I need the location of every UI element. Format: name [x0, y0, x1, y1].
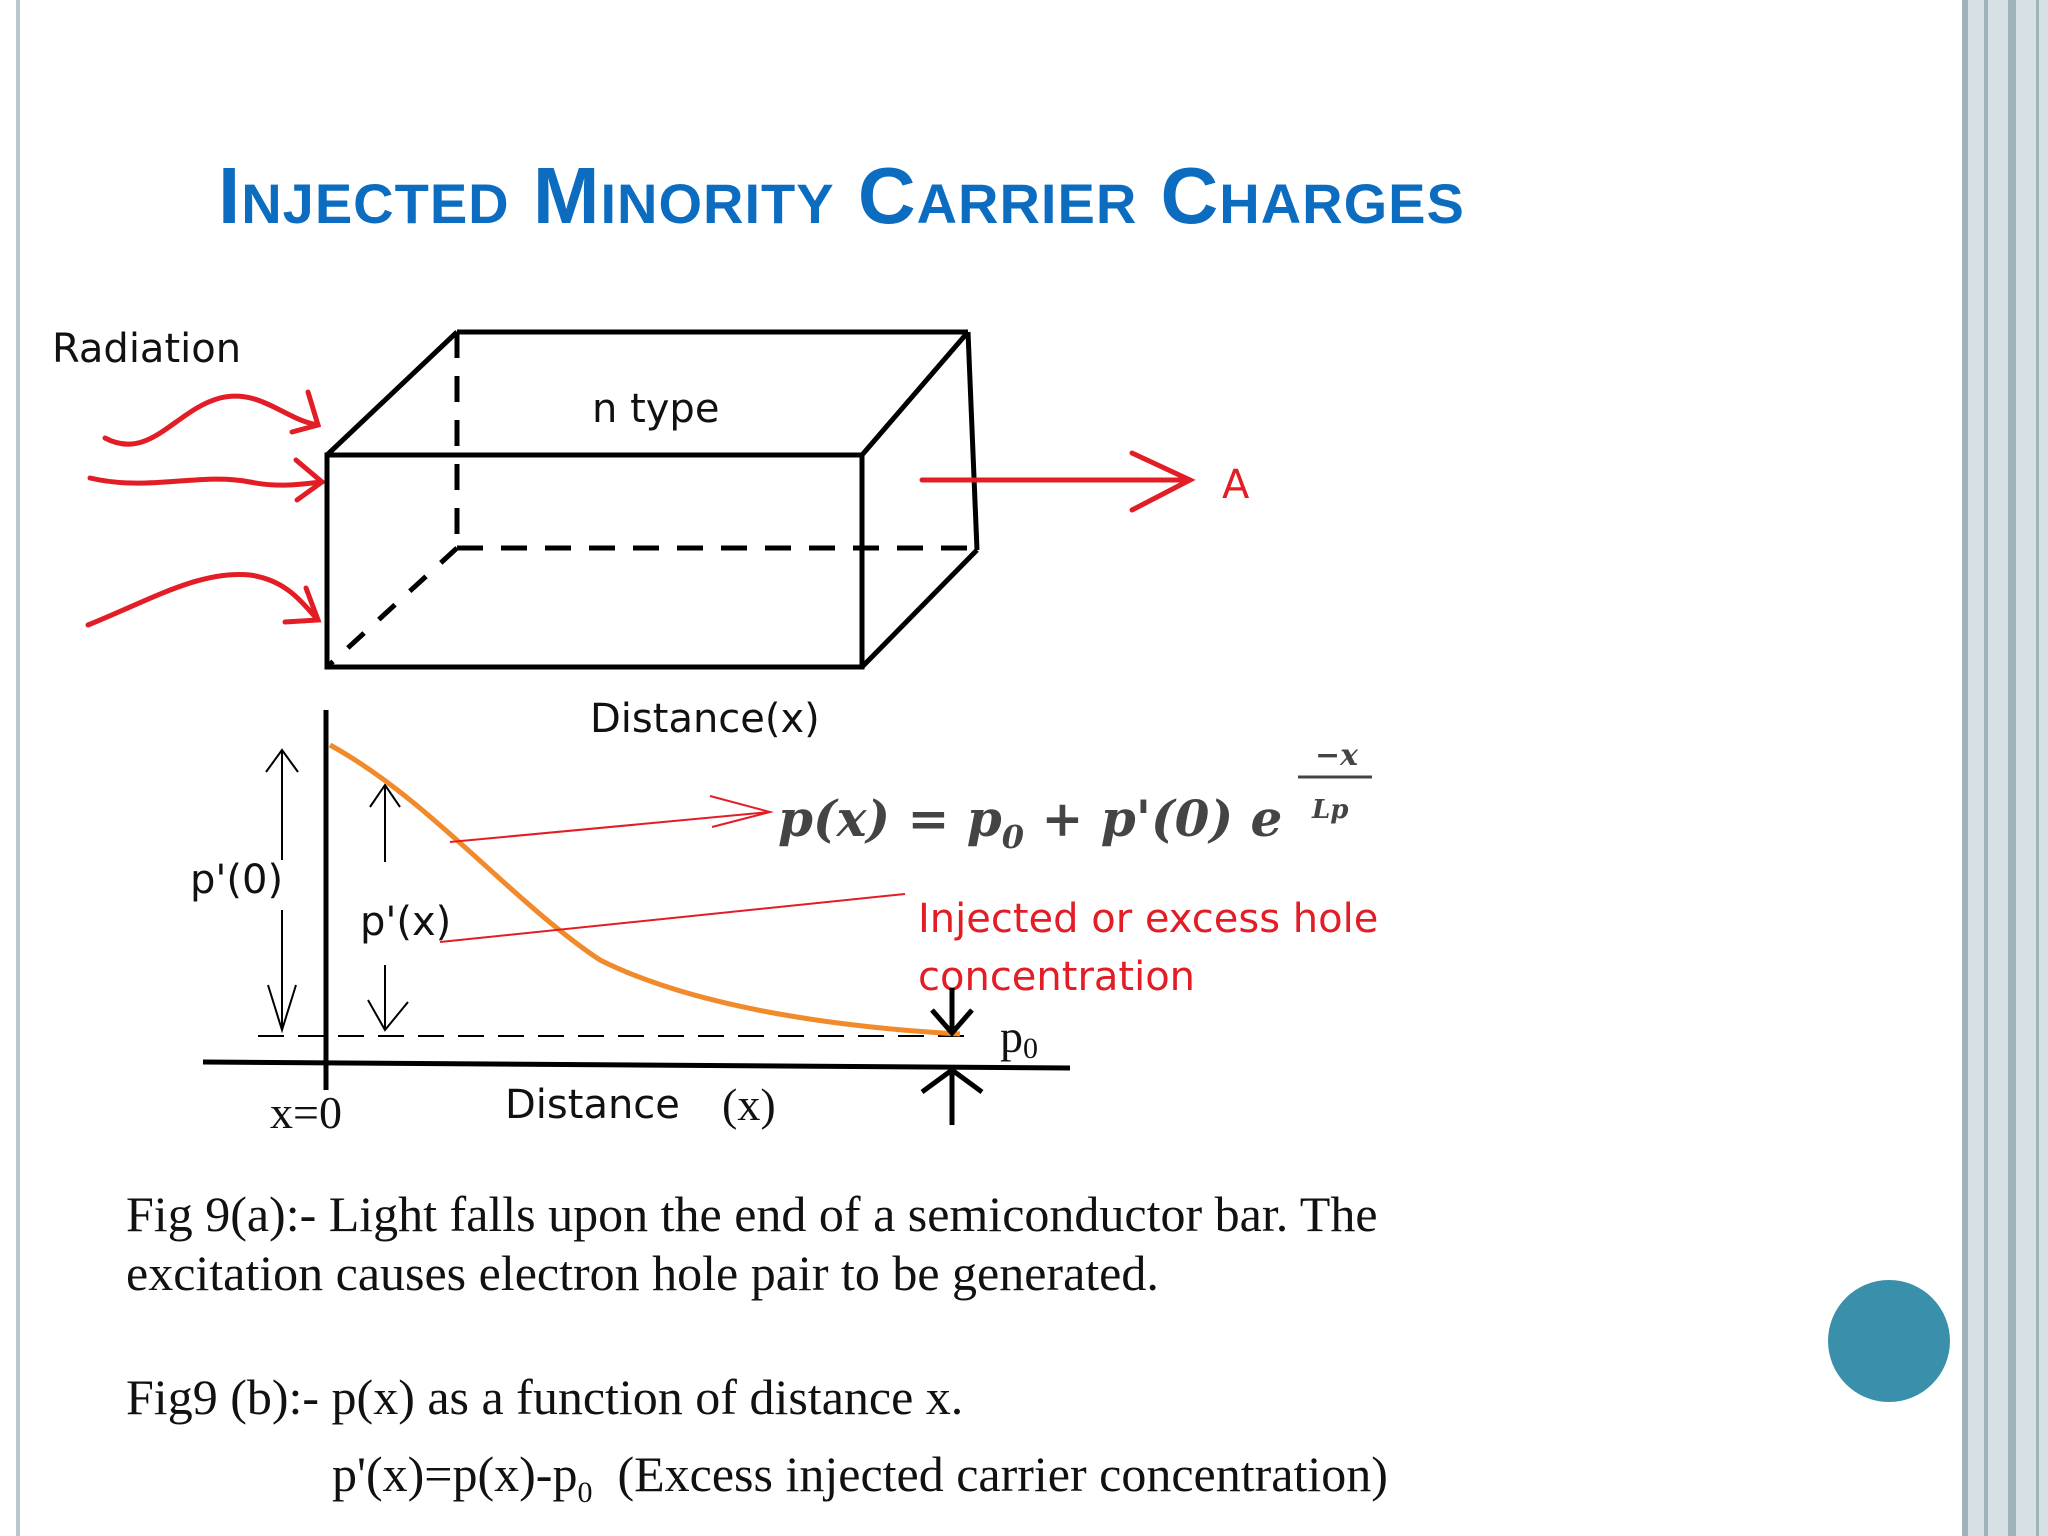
injected-label-line2: concentration: [918, 954, 1195, 1000]
equation: p(x) = p0 + p'(0) e −x Lp: [778, 738, 1372, 856]
top-distance-label: Distance(x): [590, 696, 820, 742]
pointer-lines: [439, 795, 906, 943]
decay-curve: [328, 742, 961, 1037]
px-prime-bracket: [367, 783, 409, 1032]
p0-label: p0: [1000, 1011, 1038, 1065]
caption-fig-a-line2: excitation causes electron hole pair to …: [126, 1245, 1159, 1301]
caption-fig-b-line2: p'(x)=p(x)-p0 (Excess injected carrier c…: [332, 1446, 1388, 1509]
arrow-a-label: A: [1222, 462, 1250, 508]
left-border: [16, 0, 20, 1536]
plot-axes: [202, 710, 1071, 1090]
injected-label-line1: Injected or excess hole: [918, 896, 1378, 942]
p0-prime-bracket: [265, 748, 299, 1034]
x0-label: x=0: [270, 1087, 342, 1138]
radiation-label: Radiation: [52, 326, 241, 372]
radiation-arrows: [85, 389, 327, 628]
p0-arrows: [920, 988, 984, 1125]
decorative-circle: [1828, 1280, 1950, 1402]
px-prime-label: p'(x): [360, 899, 451, 945]
caption-fig-b-line1: Fig9 (b):- p(x) as a function of distanc…: [126, 1369, 964, 1425]
svg-text:p(x) = p0 + p'(0) e: p(x) = p0 + p'(0) e: [778, 789, 1282, 856]
svg-text:−x: −x: [1315, 738, 1359, 773]
svg-text:Lp: Lp: [1311, 795, 1348, 825]
bottom-distance-label: Distance: [505, 1082, 680, 1128]
bar-type-label: n type: [592, 386, 719, 432]
bottom-distance-x: (x): [722, 1079, 776, 1130]
semiconductor-bar: [324, 329, 980, 670]
right-border-band: [1962, 0, 2048, 1536]
slide-title: Injected Minority Carrier Charges: [218, 151, 1465, 240]
caption-fig-a-line1: Fig 9(a):- Light falls upon the end of a…: [126, 1186, 1378, 1242]
arrow-a: [919, 450, 1196, 513]
p0-prime-label: p'(0): [190, 857, 283, 903]
